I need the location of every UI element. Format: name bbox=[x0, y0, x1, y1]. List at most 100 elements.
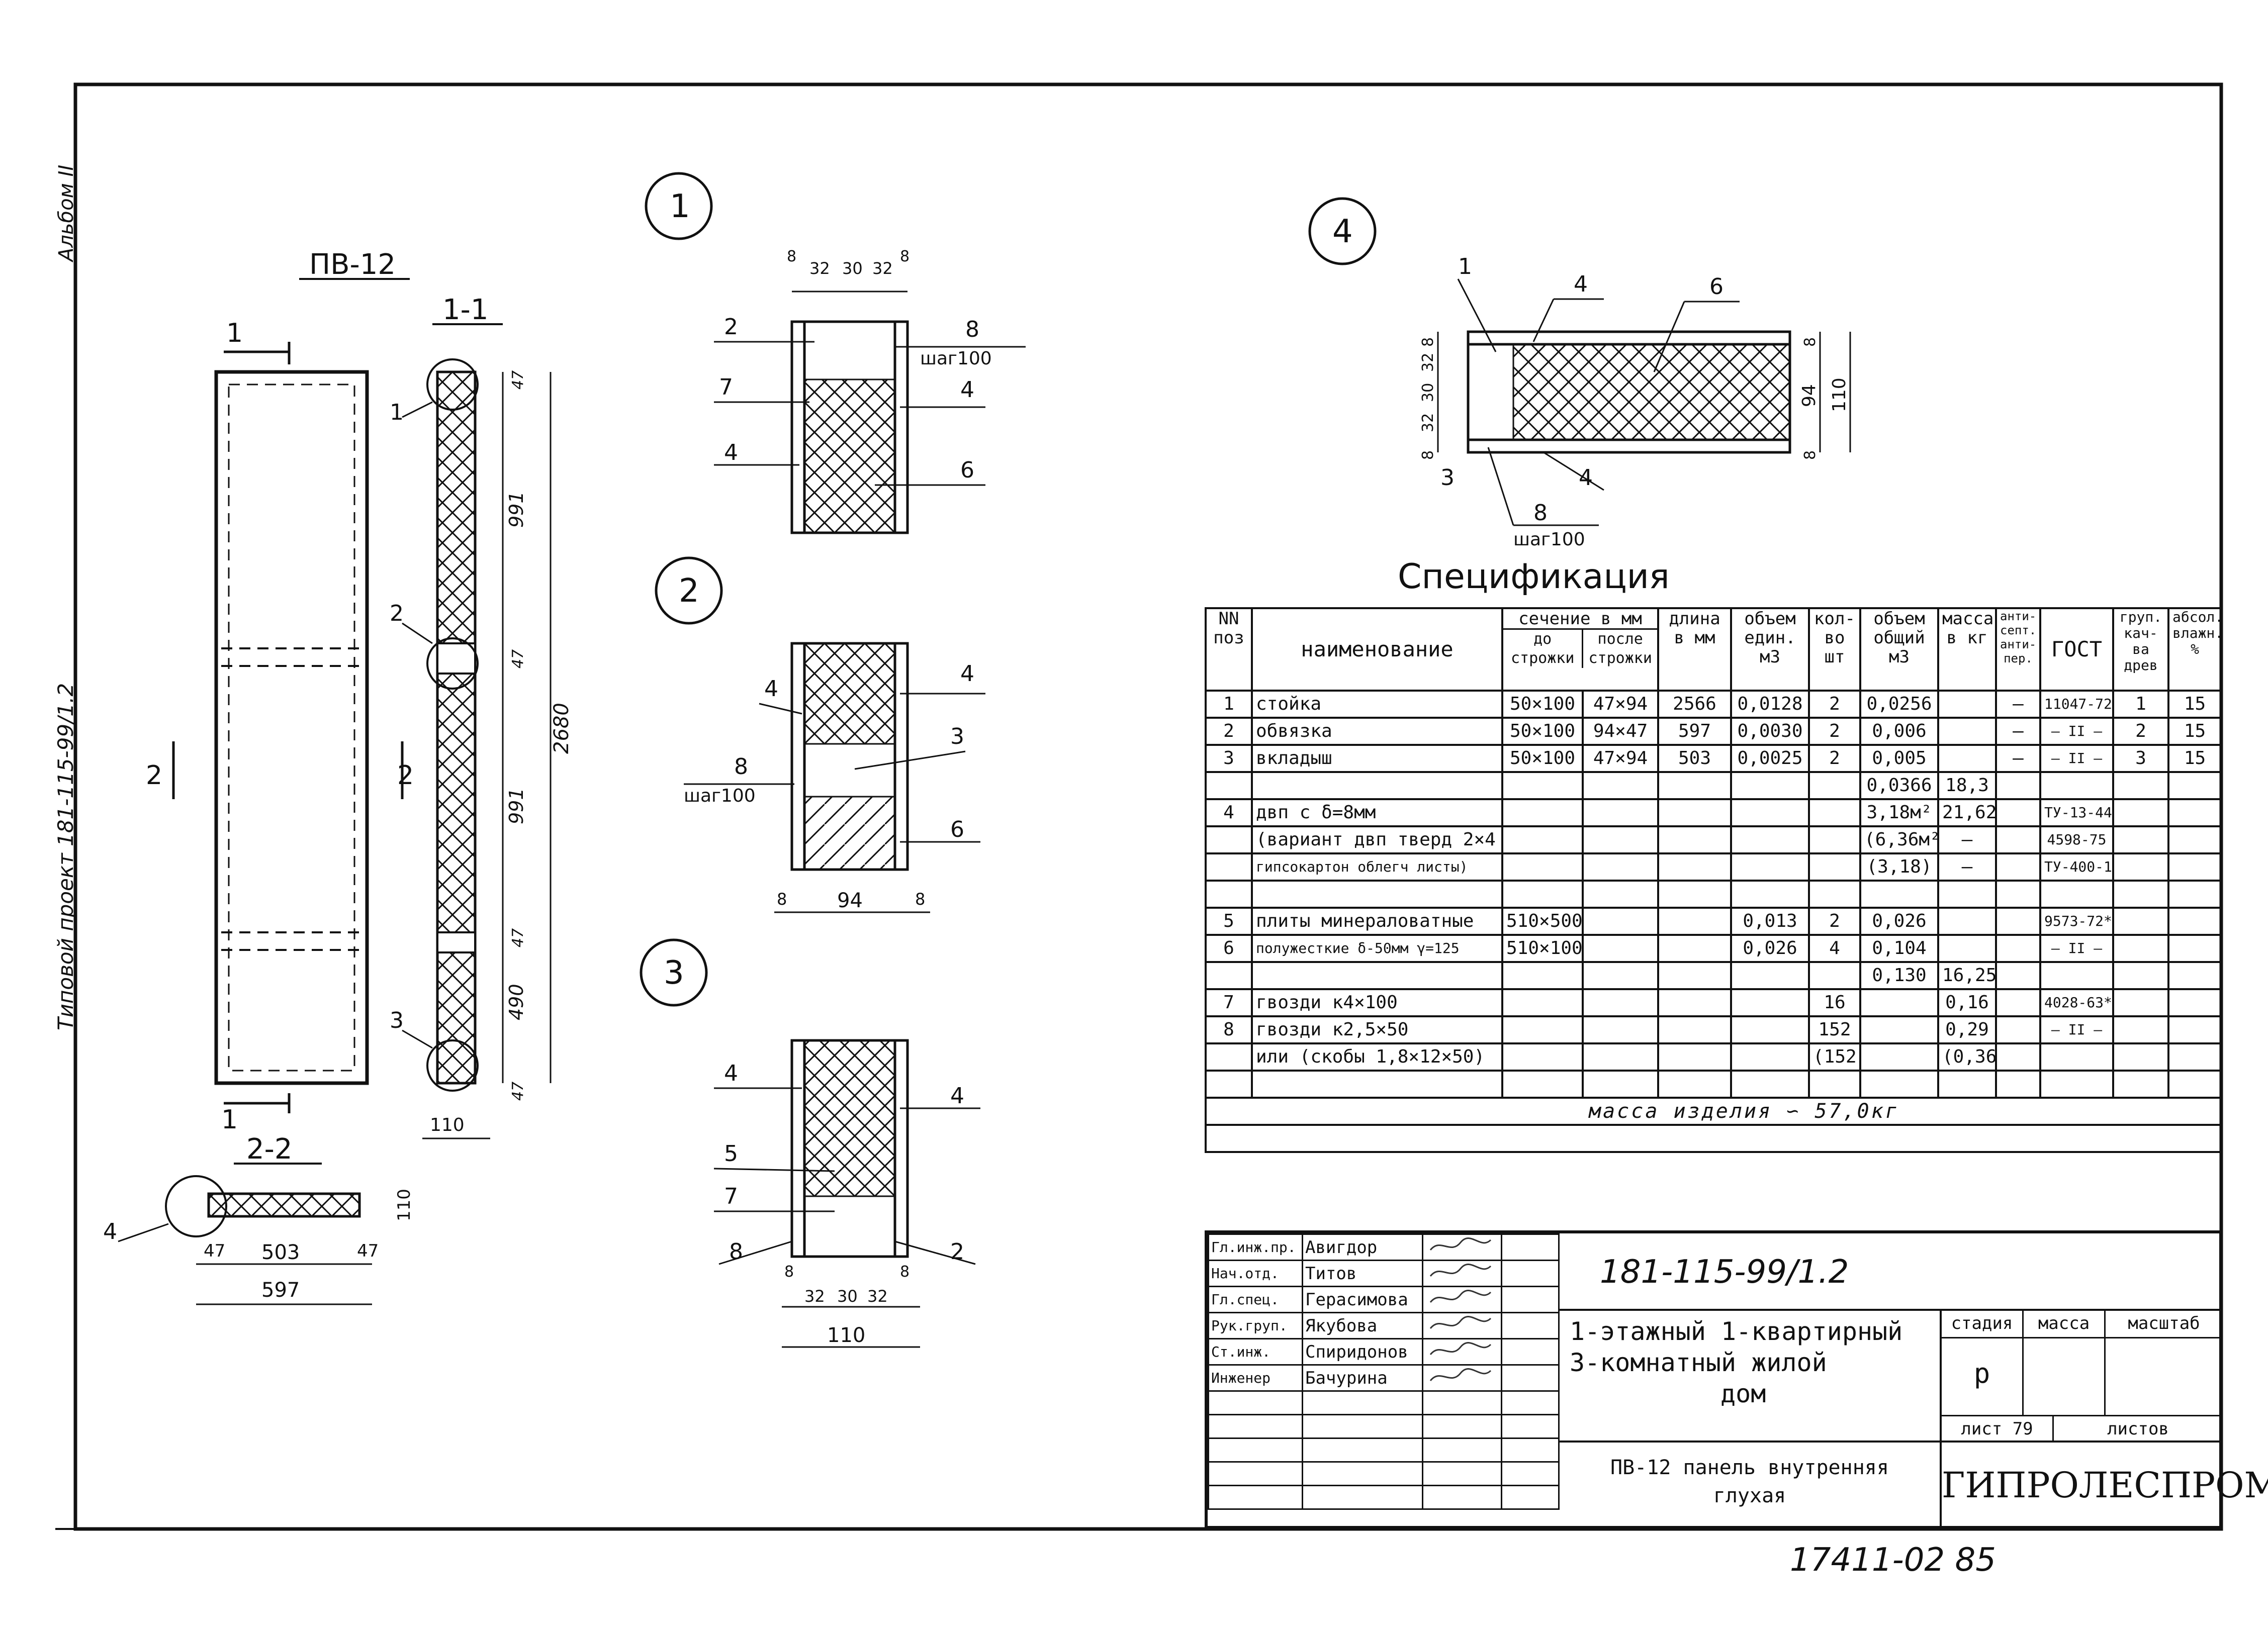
detail-4-label-step: шаг100 bbox=[1513, 529, 1585, 550]
stamp-signature bbox=[1421, 1260, 1502, 1287]
stamp-person-surname: Якубова bbox=[1301, 1312, 1423, 1339]
spec-cell-moisture bbox=[2167, 934, 2222, 963]
detail-2-dim-8b: 8 bbox=[915, 890, 925, 909]
section-1-1-title: 1-1 bbox=[442, 294, 488, 326]
detail-3-label-4-left: 4 bbox=[724, 1061, 738, 1086]
spec-cell-gost bbox=[2039, 961, 2114, 990]
spec-cell-pos: 5 bbox=[1205, 907, 1253, 936]
stamp-code: 181-115-99/1.2 bbox=[1600, 1254, 1849, 1291]
stamp-empty-row bbox=[1208, 1485, 1560, 1510]
spec-cell-gost bbox=[2039, 771, 2114, 800]
spec-cell-before bbox=[1501, 880, 1584, 909]
spec-cell-vol-unit: 0,0030 bbox=[1730, 717, 1810, 746]
stamp-person-row: Рук.груп.Якубова bbox=[1208, 1312, 1560, 1339]
spec-cell-moisture bbox=[2167, 988, 2222, 1017]
spec-cell-antisept bbox=[1995, 961, 2041, 990]
spec-cell-name: плиты минераловатные bbox=[1251, 907, 1503, 936]
stamp-empty-cell bbox=[1421, 1390, 1502, 1415]
spec-cell-vol-unit bbox=[1730, 825, 1810, 854]
spec-cell-after bbox=[1582, 907, 1659, 936]
detail-1-label-7: 7 bbox=[719, 374, 733, 400]
stamp-project-line-1: 1-этажный 1-квартирный bbox=[1570, 1317, 1903, 1346]
spec-cell-moisture bbox=[2167, 961, 2222, 990]
spec-cell-mass: 0,29 bbox=[1937, 1015, 1997, 1044]
spec-cell-group bbox=[2112, 988, 2169, 1017]
spec-cell-group bbox=[2112, 1070, 2169, 1099]
spec-cell-vol-total bbox=[1859, 1015, 1939, 1044]
stamp-stage-block: стадия масса масштаб р лист 79 листов bbox=[1942, 1309, 2222, 1443]
panel-title: ПВ-12 bbox=[309, 248, 396, 281]
spec-cell-group bbox=[2112, 880, 2169, 909]
dim-991-middle: 991 bbox=[505, 788, 527, 824]
spec-cell-gost: 4598-75 bbox=[2039, 825, 2114, 854]
dim-47-d: 47 bbox=[509, 1082, 527, 1101]
spec-cell-vol-total: 0,005 bbox=[1859, 744, 1939, 773]
spec-cell-before bbox=[1501, 988, 1584, 1017]
spec-cell-gost: — II — bbox=[2039, 717, 2114, 746]
detail-1-dim-8b: 8 bbox=[900, 248, 910, 265]
dim-110-section: 110 bbox=[430, 1115, 465, 1135]
spec-cell-pos: 6 bbox=[1205, 934, 1253, 963]
spec-cell-before: 50×100 bbox=[1501, 717, 1584, 746]
stamp-person-role: Рук.груп. bbox=[1208, 1312, 1303, 1339]
stamp-drawing-title: ПВ-12 панель внутренняя глухая bbox=[1560, 1441, 1942, 1526]
spec-cell-qty: 16 bbox=[1808, 988, 1861, 1017]
spec-cell-length bbox=[1657, 934, 1732, 963]
spec-cell-pos bbox=[1205, 771, 1253, 800]
spec-cell-gost bbox=[2039, 1070, 2114, 1099]
spec-cell-group bbox=[2112, 961, 2169, 990]
spec-cell-before bbox=[1501, 771, 1584, 800]
spec-cell-before bbox=[1501, 1042, 1584, 1072]
stamp-empty-cell bbox=[1421, 1461, 1502, 1486]
detail-4-label-8: 8 bbox=[1533, 500, 1548, 526]
stamp-drawing-line-2: глухая bbox=[1713, 1484, 1786, 1507]
detail-1-dim-32a: 32 bbox=[809, 259, 830, 278]
detail-2-label-step: шаг100 bbox=[684, 786, 756, 806]
spec-cell-qty: 2 bbox=[1808, 717, 1861, 746]
spec-cell-qty: 4 bbox=[1808, 934, 1861, 963]
spec-cell-length bbox=[1657, 771, 1732, 800]
stamp-person-surname: Бачурина bbox=[1301, 1364, 1423, 1392]
spec-cell-before bbox=[1501, 961, 1584, 990]
stamp-empty-cell bbox=[1301, 1390, 1423, 1415]
spec-cell-vol-total: (3,18) bbox=[1859, 852, 1939, 882]
detail-4-dim-32b: 32 bbox=[1419, 413, 1437, 432]
spec-cell-gost: 11047-72 8486-66 bbox=[2039, 690, 2114, 719]
detail-4-dim-8c: 8 bbox=[1801, 337, 1819, 347]
detail-4-label-1: 1 bbox=[1458, 254, 1472, 279]
spec-cell-gost: — II — bbox=[2039, 744, 2114, 773]
spec-cell-mass bbox=[1937, 934, 1997, 963]
spec-cell-gost bbox=[2039, 880, 2114, 909]
spec-cell-antisept bbox=[1995, 880, 2041, 909]
spec-cell-mass: (0,36) bbox=[1937, 1042, 1997, 1072]
stamp-stage-label: стадия bbox=[1942, 1311, 2024, 1337]
spec-header-section: сечение в мм до строжки после строжки bbox=[1501, 607, 1659, 692]
dim-47-b: 47 bbox=[509, 649, 527, 668]
spec-cell-gost: ТУ-400-1-158-78 bbox=[2039, 852, 2114, 882]
spec-cell-mass bbox=[1937, 717, 1997, 746]
stamp-person-row: Гл.спец.Герасимова bbox=[1208, 1286, 1560, 1313]
detail-4-label-6: 6 bbox=[1709, 274, 1723, 300]
detail-2-label-3: 3 bbox=[950, 724, 964, 749]
spec-cell-length bbox=[1657, 907, 1732, 936]
spec-cell-name: вкладыш bbox=[1251, 744, 1503, 773]
spec-cell-before bbox=[1501, 825, 1584, 854]
spec-header-vol-total: объем общий м3 bbox=[1859, 607, 1939, 692]
spec-cell-before bbox=[1501, 1015, 1584, 1044]
spec-cell-qty bbox=[1808, 1070, 1861, 1099]
spec-cell-before bbox=[1501, 852, 1584, 882]
spec-cell-vol-unit bbox=[1730, 1015, 1810, 1044]
spec-cell-before bbox=[1501, 798, 1584, 827]
spec-cell-name bbox=[1251, 771, 1503, 800]
spec-cell-qty bbox=[1808, 798, 1861, 827]
spec-cell-antisept bbox=[1995, 771, 2041, 800]
spec-cell-pos: 4 bbox=[1205, 798, 1253, 827]
spec-cell-qty: 2 bbox=[1808, 744, 1861, 773]
spec-cell-vol-unit: 0,026 bbox=[1730, 934, 1810, 963]
spec-header-mass: масса в кг bbox=[1937, 607, 1997, 692]
stamp-project-line-3: дом bbox=[1720, 1379, 1766, 1408]
spec-cell-qty bbox=[1808, 852, 1861, 882]
